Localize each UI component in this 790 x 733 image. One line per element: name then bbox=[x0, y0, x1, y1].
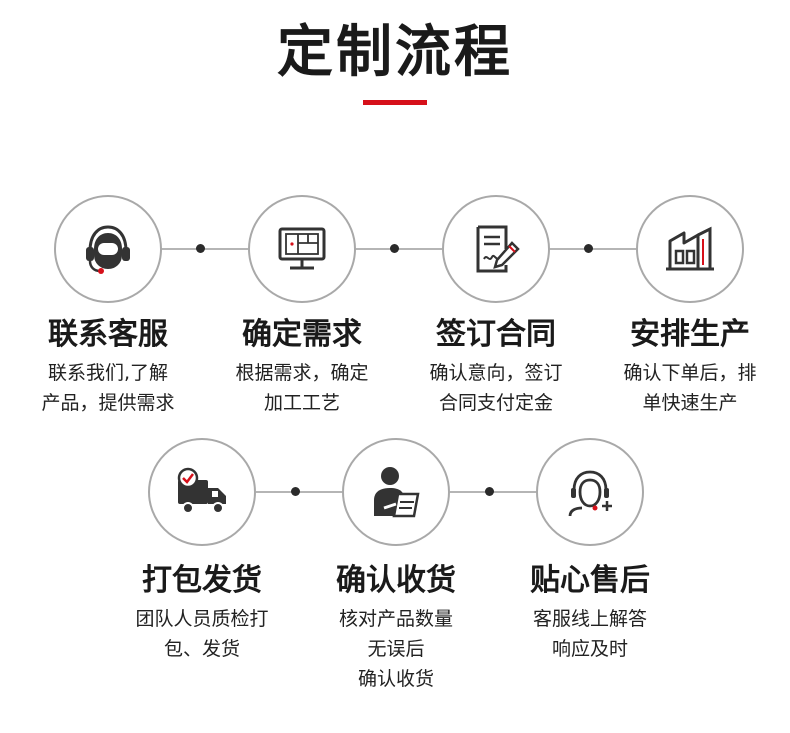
connector-dot bbox=[390, 244, 399, 253]
step-title: 确定需求 bbox=[242, 317, 362, 352]
page-title: 定制流程 bbox=[277, 20, 513, 85]
step-title: 安排生产 bbox=[630, 317, 750, 352]
monitor-blueprint-icon bbox=[278, 227, 326, 270]
receive-check-icon bbox=[374, 467, 420, 518]
step-description: 确认下单后，排单快速生产 bbox=[623, 362, 757, 414]
step-circle-receipt bbox=[342, 438, 450, 546]
step-title: 打包发货 bbox=[142, 563, 262, 598]
step-description: 客服线上解答响应及时 bbox=[532, 608, 647, 660]
factory-icon bbox=[666, 226, 714, 271]
connector-dot bbox=[485, 487, 494, 496]
step-description: 核对产品数量无误后确认收货 bbox=[338, 608, 453, 690]
step-title: 签订合同 bbox=[436, 317, 556, 352]
step-circle-contact bbox=[54, 195, 162, 303]
step-description: 确认意向，签订合同支付定金 bbox=[429, 362, 563, 414]
step-circle-production bbox=[636, 195, 744, 303]
title-underline bbox=[363, 100, 427, 105]
step-title: 确认收货 bbox=[336, 563, 456, 598]
connector-dot bbox=[584, 244, 593, 253]
step-description: 根据需求，确定加工工艺 bbox=[235, 362, 369, 414]
connector-dot bbox=[291, 487, 300, 496]
step-circle-shipping bbox=[148, 438, 256, 546]
step-circle-contract bbox=[442, 195, 550, 303]
connector bbox=[450, 491, 538, 493]
step-title: 贴心售后 bbox=[530, 563, 650, 598]
connector bbox=[256, 491, 344, 493]
delivery-truck-icon bbox=[177, 467, 226, 514]
step-circle-requirement bbox=[248, 195, 356, 303]
step-circle-aftersales bbox=[536, 438, 644, 546]
headset-icon bbox=[86, 225, 130, 274]
contract-pen-icon bbox=[476, 225, 520, 273]
step-description: 联系我们,了解产品，提供需求 bbox=[41, 362, 175, 414]
step-description: 团队人员质检打包、发货 bbox=[135, 608, 269, 660]
connector-dot bbox=[196, 244, 205, 253]
step-title: 联系客服 bbox=[48, 317, 168, 352]
support-agent-icon bbox=[568, 470, 612, 517]
